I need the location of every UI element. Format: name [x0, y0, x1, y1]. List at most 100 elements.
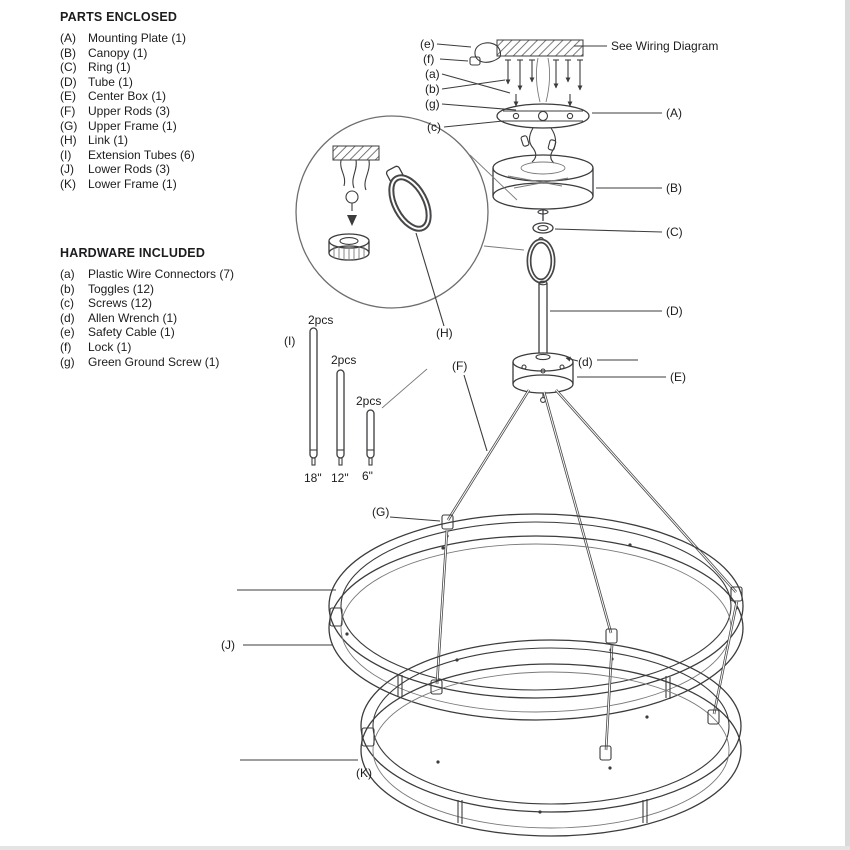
callout-d: (d)	[578, 355, 593, 369]
callout-J: (J)	[221, 638, 235, 652]
hardware-item: (a) Plastic Wire Connectors (7)	[60, 267, 340, 282]
parts-item-key: (I)	[60, 147, 72, 162]
hardware-item-key: (a)	[60, 267, 75, 281]
callout-e: (e)	[420, 37, 435, 51]
parts-item-label: Upper Frame (1)	[88, 118, 177, 133]
mounting-plate	[496, 103, 590, 129]
hardware-item-label: Lock (1)	[88, 339, 132, 354]
stem	[537, 209, 549, 221]
parts-item-label: Ring (1)	[88, 60, 131, 75]
callout-H: (H)	[436, 326, 453, 340]
assembly-direction-arrow-icon	[347, 215, 357, 226]
safety-cable	[474, 42, 502, 63]
lower-rods	[435, 529, 739, 751]
parts-item: (G) Upper Frame (1)	[60, 119, 340, 134]
parts-item-key: (G)	[60, 118, 78, 133]
parts-item-label: Center Box (1)	[88, 89, 167, 104]
hardware-item: (b) Toggles (12)	[60, 282, 340, 297]
ceiling-hatch	[496, 39, 584, 57]
page-edge-bottom	[0, 846, 850, 850]
callout-c: (c)	[427, 120, 441, 134]
callout-G: (G)	[372, 505, 389, 519]
hardware-item: (e) Safety Cable (1)	[60, 325, 340, 340]
tube-qty-12: 2pcs	[331, 353, 356, 367]
parts-enclosed-list: PARTS ENCLOSED (A) Mounting Plate (1) (B)…	[60, 10, 340, 192]
parts-item: (F) Upper Rods (3)	[60, 104, 340, 119]
wire-connectors	[520, 127, 557, 164]
magnifier-leaders	[469, 154, 525, 251]
parts-item: (J) Lower Rods (3)	[60, 162, 340, 177]
hardware-included-title: HARDWARE INCLUDED	[60, 246, 206, 260]
hardware-item: (c)Screws (12)	[60, 296, 340, 311]
wiring-note-text: See Wiring Diagram	[611, 39, 718, 53]
hardware-item: (d) Allen Wrench (1)	[60, 311, 340, 326]
parts-item-label: Mounting Plate (1)	[88, 31, 187, 45]
parts-item-key: (H)	[60, 133, 77, 148]
callout-a: (a)	[425, 67, 440, 81]
parts-item-label: Lower Frame (1)	[88, 176, 177, 191]
parts-item-key: (F)	[60, 103, 76, 118]
parts-item-key: (J)	[60, 162, 74, 177]
rod-clamps-upper	[441, 514, 743, 652]
center-box	[512, 352, 574, 403]
callout-I: (I)	[284, 334, 295, 348]
ceiling-wires	[535, 57, 551, 103]
callout-F: (F)	[452, 359, 467, 373]
parts-item: (I) Extension Tubes (6)	[60, 148, 340, 163]
parts-item-label: Extension Tubes (6)	[88, 147, 195, 162]
callout-f: (f)	[423, 52, 434, 66]
tube-size-6: 6"	[362, 469, 373, 483]
parts-item-label: Lower Rods (3)	[88, 162, 171, 177]
callout-b: (b)	[425, 82, 440, 96]
parts-item-label: Canopy (1)	[88, 45, 148, 60]
extension-tubes	[309, 327, 428, 466]
parts-item-key: (C)	[60, 60, 77, 75]
link-detail	[385, 165, 432, 232]
plate-screws	[513, 94, 573, 107]
hardware-item-label: Plastic Wire Connectors (7)	[88, 267, 235, 281]
hardware-item: (f)Lock (1)	[60, 340, 340, 355]
hardware-item-label: Toggles (12)	[88, 281, 155, 296]
hardware-item-label: Green Ground Screw (1)	[88, 354, 220, 369]
upper-rods	[446, 389, 737, 634]
link-part	[526, 237, 556, 284]
hardware-item-label: Safety Cable (1)	[88, 325, 175, 340]
callout-E: (E)	[670, 370, 686, 384]
parts-enclosed-title: PARTS ENCLOSED	[60, 10, 178, 24]
parts-item: (K)Lower Frame (1)	[60, 177, 340, 192]
hardware-item-key: (e)	[60, 325, 75, 340]
parts-item: (C) Ring (1)	[60, 60, 340, 75]
parts-item-label: Upper Rods (3)	[88, 103, 171, 118]
parts-item: (H) Link (1)	[60, 133, 340, 148]
callout-leaders	[237, 43, 666, 761]
parts-item: (E)Center Box (1)	[60, 89, 340, 104]
callout-A: (A)	[666, 106, 682, 120]
toggle-bolts	[505, 59, 583, 91]
hardware-item-key: (b)	[60, 281, 75, 296]
tube-qty-6: 2pcs	[356, 394, 381, 408]
parts-item-label: Tube (1)	[88, 74, 133, 89]
callout-C: (C)	[666, 225, 683, 239]
parts-item: (A) Mounting Plate (1)	[60, 31, 340, 46]
hardware-item-label: Screws (12)	[88, 296, 153, 311]
parts-item-label: Link (1)	[88, 133, 129, 148]
hardware-item-key: (d)	[60, 310, 75, 325]
rod-clamps-lower	[430, 679, 720, 761]
callout-B: (B)	[666, 181, 682, 195]
hardware-item: (g)Green Ground Screw (1)	[60, 355, 340, 370]
parts-item: (D)Tube (1)	[60, 75, 340, 90]
parts-item-key: (A)	[60, 31, 76, 45]
hardware-included-list: HARDWARE INCLUDED (a) Plastic Wire Connec…	[60, 246, 340, 369]
tube-part	[538, 280, 548, 353]
ring-part	[532, 222, 554, 234]
upper-frame	[328, 513, 744, 721]
hardware-item-label: Allen Wrench (1)	[88, 310, 178, 325]
lower-frame	[360, 639, 742, 837]
callout-D: (D)	[666, 304, 683, 318]
callout-K: (K)	[356, 766, 372, 780]
page-edge-right	[845, 0, 850, 850]
parts-item: (B)Canopy (1)	[60, 46, 340, 61]
detail-magnifier	[295, 115, 489, 309]
callout-g: (g)	[425, 97, 440, 111]
